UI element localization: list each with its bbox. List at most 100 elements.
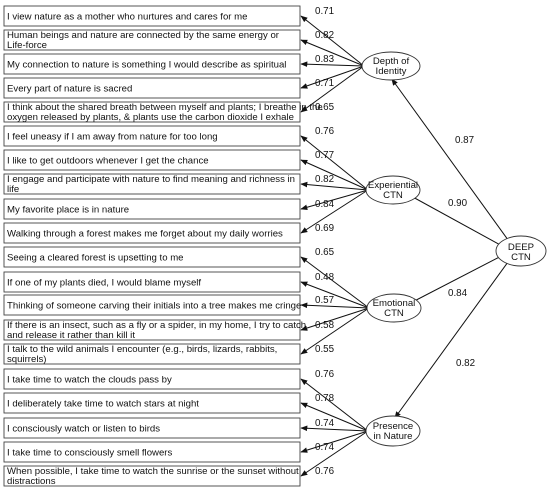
factor-loading-value: 0.82 <box>456 358 475 369</box>
deep-ctn-label: DEEP <box>508 242 534 253</box>
item-box <box>3 441 301 463</box>
loading-arrow <box>300 281 370 309</box>
factor-arrow <box>400 256 501 309</box>
factor-node <box>366 293 422 323</box>
factor-label: in Nature <box>374 431 413 442</box>
factor-node <box>365 175 421 205</box>
item-box <box>3 294 301 316</box>
item-label: Every part of nature is sacred <box>7 84 132 95</box>
item-box <box>3 417 301 439</box>
item-box <box>3 271 301 293</box>
loading-arrow <box>300 61 365 67</box>
item-box <box>3 149 301 171</box>
loading-value: 0.76 <box>315 369 335 380</box>
item-label: If there is an insect, such as a fly or … <box>7 320 306 331</box>
loading-value: 0.82 <box>315 174 334 185</box>
loading-arrow <box>300 430 369 453</box>
item-label: and release it rather than kill it <box>7 330 135 341</box>
loading-value: 0.84 <box>315 199 335 210</box>
loading-value: 0.48 <box>315 272 335 283</box>
loading-value: 0.65 <box>315 247 335 258</box>
item-label: If one of my plants died, I would blame … <box>7 278 201 289</box>
loading-arrow <box>300 307 370 355</box>
item-box <box>3 343 301 365</box>
item-box <box>3 173 301 195</box>
item-label: Seeing a cleared forest is upsetting to … <box>7 253 184 264</box>
item-box <box>3 246 301 268</box>
loading-value: 0.65 <box>315 102 335 113</box>
item-label: I take time to consciously smell flowers <box>7 448 172 459</box>
factor-arrow <box>399 189 501 246</box>
factor-label: Presence <box>373 421 414 432</box>
item-label: My favorite place is in nature <box>7 205 129 216</box>
item-label: I deliberately take time to watch stars … <box>7 399 199 410</box>
item-label: I view nature as a mother who nurtures a… <box>7 12 248 23</box>
loading-value: 0.55 <box>315 344 335 355</box>
item-label: life <box>7 184 19 195</box>
item-label: Thinking of someone carving their initia… <box>7 301 301 312</box>
item-label: I feel uneasy if I am away from nature f… <box>7 132 218 143</box>
loading-value: 0.69 <box>315 223 334 234</box>
loading-arrow <box>300 430 369 477</box>
deep-ctn-label: CTN <box>511 252 531 263</box>
loading-arrow <box>300 15 365 67</box>
loading-arrow <box>300 256 370 309</box>
item-box <box>3 392 301 414</box>
loading-value: 0.82 <box>315 30 334 41</box>
loading-arrow <box>300 181 369 191</box>
item-label: I engage and participate with nature to … <box>7 174 295 185</box>
factor-label: Depth of <box>373 56 410 67</box>
item-box <box>3 5 301 27</box>
loading-value: 0.74 <box>315 442 335 453</box>
factor-node <box>361 51 421 81</box>
loading-value: 0.74 <box>315 418 335 429</box>
factor-label: CTN <box>383 190 403 201</box>
loading-arrow <box>300 302 370 309</box>
factor-arrow <box>394 262 509 419</box>
loading-arrow <box>300 189 369 234</box>
loading-value: 0.57 <box>315 295 334 306</box>
loading-value: 0.83 <box>315 54 335 65</box>
loading-arrow <box>300 189 369 210</box>
item-label: I think about the shared breath between … <box>7 102 323 113</box>
factor-loading-value: 0.87 <box>455 135 474 146</box>
loading-value: 0.78 <box>315 393 335 404</box>
item-box <box>3 53 301 75</box>
loading-value: 0.71 <box>315 6 334 17</box>
loading-value: 0.58 <box>315 320 335 331</box>
factor-loading-value: 0.84 <box>448 288 468 299</box>
factor-node <box>365 415 421 447</box>
factor-label: Emotional <box>373 298 416 309</box>
item-box <box>3 465 301 487</box>
item-box <box>3 125 301 147</box>
item-label: I like to get outdoors whenever I get th… <box>7 156 209 167</box>
item-box <box>3 368 301 390</box>
item-label: Life-force <box>7 40 47 51</box>
item-label: I consciously watch or listen to birds <box>7 424 160 435</box>
item-box <box>3 101 301 123</box>
item-box <box>3 319 301 341</box>
loading-arrow <box>300 39 365 67</box>
item-label: I take time to watch the clouds pass by <box>7 375 172 386</box>
item-label: Human beings and nature are connected by… <box>7 30 280 41</box>
item-box <box>3 29 301 51</box>
loading-value: 0.71 <box>315 78 334 89</box>
item-label: squirrels) <box>7 354 46 365</box>
factor-label: Identity <box>376 66 407 77</box>
item-label: Walking through a forest makes me forget… <box>7 229 283 240</box>
factor-loading-value: 0.90 <box>448 198 468 209</box>
item-box <box>3 77 301 99</box>
item-label: distractions <box>7 476 56 487</box>
loading-arrow <box>300 307 370 331</box>
item-box <box>3 222 301 244</box>
loading-arrow <box>300 65 365 113</box>
item-box <box>3 198 301 220</box>
loading-value: 0.76 <box>315 126 335 137</box>
factor-label: CTN <box>384 308 404 319</box>
factor-label: Experiential <box>368 180 418 191</box>
loading-arrow <box>300 378 369 432</box>
item-label: My connection to nature is something I w… <box>7 60 286 71</box>
loading-arrow <box>300 159 369 191</box>
item-label: I talk to the wild animals I encounter (… <box>7 344 277 355</box>
